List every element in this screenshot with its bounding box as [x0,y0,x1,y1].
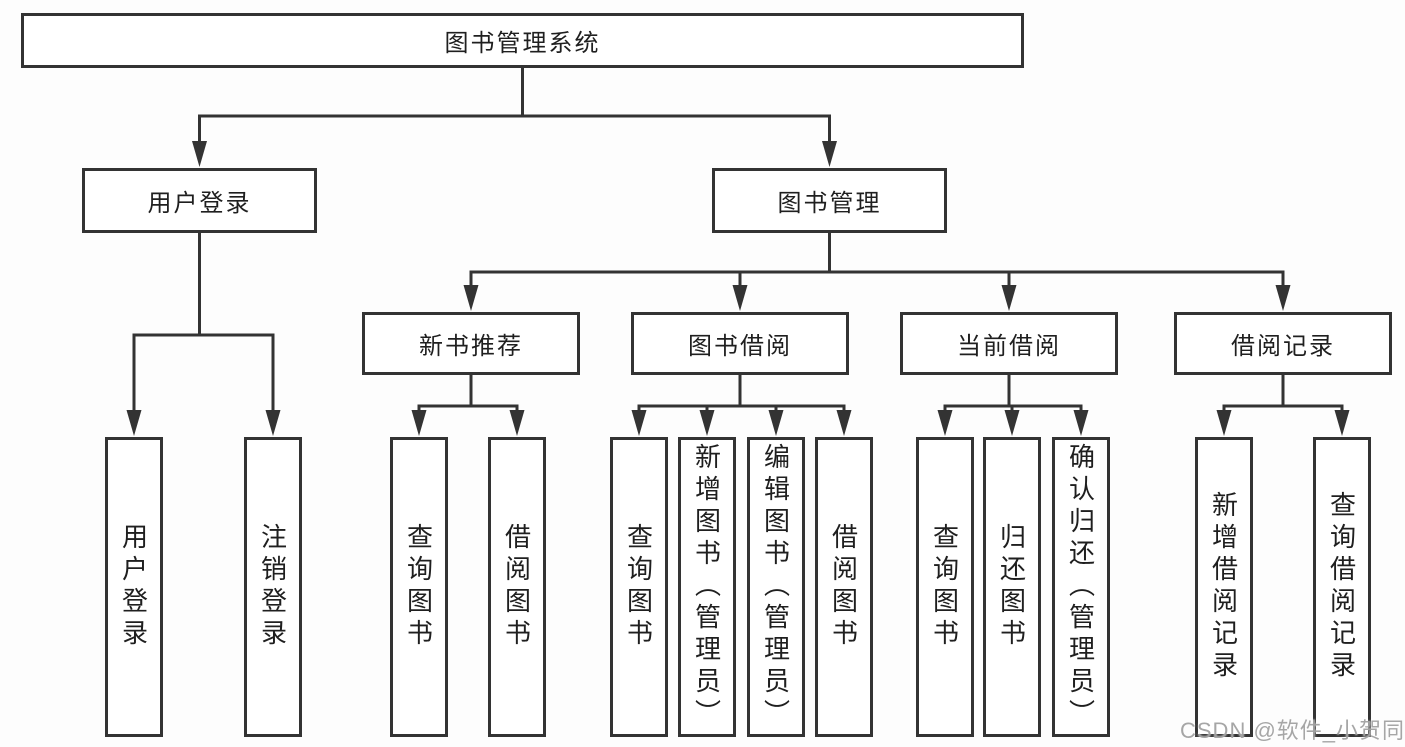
node-label-leaf-bb-borrow: 借阅图书 [828,523,859,651]
node-label-leaf-cb-return: 归还图书 [996,523,1027,651]
node-label-root: 图书管理系统 [444,30,601,57]
node-label-leaf-br-query: 查询借阅记录 [1326,491,1357,683]
node-leaf-br-add: 新增借阅记录 [1195,437,1253,737]
node-label-new-book-rec: 新书推荐 [419,333,523,360]
arrowhead [1334,410,1350,436]
node-leaf-nb-borrow: 借阅图书 [488,437,546,737]
arrowhead [699,410,715,436]
node-leaf-bb-edit: 编辑图书（管理员） [747,437,805,737]
arrowhead [1275,285,1291,311]
watermark: CSDN @软件_小贺同学 [1180,718,1405,743]
node-label-user-login: 用户登录 [147,190,252,217]
node-leaf-bb-query: 查询图书 [610,437,668,737]
node-label-leaf-cb-query: 查询图书 [929,523,960,651]
arrowhead [732,285,748,311]
node-label-leaf-bb-edit: 编辑图书（管理员） [760,443,791,731]
node-label-book-mgmt: 图书管理 [777,190,882,217]
node-label-current-borrow: 当前借阅 [957,333,1061,360]
node-label-leaf-br-add: 新增借阅记录 [1208,491,1239,683]
node-label-book-borrow: 图书借阅 [688,333,792,360]
node-label-leaf-bb-query: 查询图书 [623,523,654,651]
node-new-book-rec: 新书推荐 [362,312,580,375]
node-label-leaf-cb-confirm: 确认归还（管理员） [1065,443,1096,731]
node-borrow-records: 借阅记录 [1174,312,1392,375]
node-label-leaf-nb-query: 查询图书 [403,523,434,651]
node-leaf-cb-return: 归还图书 [983,437,1041,737]
node-label-leaf-nb-borrow: 借阅图书 [501,523,532,651]
node-leaf-logout: 注销登录 [244,437,302,737]
arrowhead [768,410,784,436]
arrowhead [1001,285,1017,311]
node-book-mgmt: 图书管理 [712,168,947,233]
node-label-leaf-bb-add: 新增图书（管理员） [691,443,722,731]
arrowhead [126,410,142,436]
node-label-leaf-logout: 注销登录 [257,523,288,651]
node-leaf-cb-query: 查询图书 [916,437,974,737]
arrowhead [822,141,837,167]
arrowhead [463,285,479,311]
arrowhead [836,410,852,436]
node-current-borrow: 当前借阅 [900,312,1118,375]
arrowhead [411,410,427,436]
node-leaf-bb-add: 新增图书（管理员） [678,437,736,737]
node-leaf-cb-confirm: 确认归还（管理员） [1052,437,1110,737]
arrowhead [265,410,281,436]
node-leaf-br-query: 查询借阅记录 [1313,437,1371,737]
arrowhead [1004,410,1020,436]
node-root: 图书管理系统 [21,13,1024,68]
node-label-leaf-user-login: 用户登录 [118,523,149,651]
arrowhead [937,410,953,436]
node-book-borrow: 图书借阅 [631,312,849,375]
arrowhead [509,410,525,436]
node-label-borrow-records: 借阅记录 [1231,333,1335,360]
arrowhead [631,410,647,436]
node-leaf-bb-borrow: 借阅图书 [815,437,873,737]
arrowhead [1073,410,1089,436]
arrowhead [1216,410,1232,436]
node-user-login: 用户登录 [82,168,317,233]
arrowhead [192,141,207,167]
node-leaf-nb-query: 查询图书 [390,437,448,737]
node-leaf-user-login: 用户登录 [105,437,163,737]
